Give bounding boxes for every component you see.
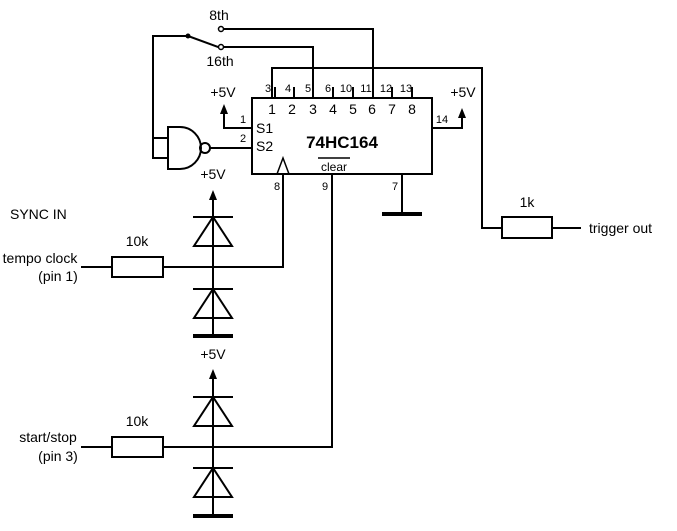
nand-gate-body xyxy=(167,126,202,170)
supply-s1: +5V xyxy=(210,84,253,129)
wire-switch-to-gate xyxy=(152,35,187,139)
ic-output-label: 2 xyxy=(288,101,296,117)
sync-in-title: SYNC IN xyxy=(10,206,67,222)
ic-pin-number: 12 xyxy=(380,83,392,95)
ic-pin-number: 10 xyxy=(340,83,352,95)
supply-label: +5V xyxy=(200,166,226,182)
ic-output-label: 6 xyxy=(368,101,376,117)
pin-number-vcc: 14 xyxy=(436,114,448,126)
resistor-start: 10k xyxy=(111,413,164,458)
switch-contact-16th xyxy=(217,43,225,51)
ic-output-label: 1 xyxy=(268,101,276,117)
pin-number-s2: 2 xyxy=(240,133,246,145)
clamp-diodes-tempo: +5V xyxy=(192,166,234,338)
supply-vcc: +5V xyxy=(431,84,476,129)
diode-lower-icon xyxy=(192,466,234,498)
ic-pin-number: 4 xyxy=(285,83,291,95)
wire-start-to-clear xyxy=(162,173,333,448)
resistor-value-label: 1k xyxy=(520,194,536,210)
ic-pin-number: 6 xyxy=(325,83,331,95)
ic-output-labels: 1 2 3 4 5 6 7 8 xyxy=(268,101,416,117)
ic-74hc164: 74HC164 S1 S2 clear xyxy=(251,97,433,175)
resistor-output: 1k xyxy=(501,194,553,239)
ic-body xyxy=(251,97,433,175)
supply-label: +5V xyxy=(210,84,236,100)
wire-16th-to-q3 xyxy=(223,46,314,99)
selector-switch: 8th 16th xyxy=(185,7,234,69)
pin-number-clear: 9 xyxy=(322,181,328,193)
supply-label: +5V xyxy=(450,84,476,100)
resistor-value-label: 10k xyxy=(126,233,150,249)
supply-label: +5V xyxy=(200,346,226,362)
wire-tempo-to-clock xyxy=(162,173,284,268)
resistor-body xyxy=(501,216,553,239)
ic-input-s2-label: S2 xyxy=(256,138,273,154)
diode-upper-icon xyxy=(192,215,234,247)
switch-lever xyxy=(186,34,220,49)
ic-pin-number: 3 xyxy=(265,83,271,95)
ic-top-pins: 3 4 5 6 10 11 12 13 xyxy=(265,83,413,99)
resistor-value-label: 10k xyxy=(126,413,150,429)
wire-8th-to-q6 xyxy=(223,28,374,99)
ic-clear-label: clear xyxy=(321,160,347,174)
switch-label-16th: 16th xyxy=(206,53,233,69)
resistor-tempo: 10k xyxy=(111,233,164,278)
ic-output-label: 4 xyxy=(329,101,337,117)
ic-part-label: 74HC164 xyxy=(306,133,378,152)
trigger-out-label: trigger out xyxy=(589,220,652,236)
diode-lower-icon xyxy=(192,287,234,319)
ic-pin-number: 11 xyxy=(360,83,371,95)
nand-gate xyxy=(167,126,253,170)
ic-pin-number: 13 xyxy=(400,83,412,95)
ic-input-s1-label: S1 xyxy=(256,120,273,136)
ic-output-label: 3 xyxy=(309,101,317,117)
ic-clock-input-symbol xyxy=(276,155,290,175)
ic-output-label: 5 xyxy=(349,101,357,117)
start-stop-pin-label: (pin 3) xyxy=(38,448,78,464)
diode-upper-icon xyxy=(192,395,234,427)
resistor-body xyxy=(111,436,164,458)
resistor-body xyxy=(111,256,164,278)
ic-pin-number: 5 xyxy=(305,83,311,95)
switch-contact-8th xyxy=(217,25,225,33)
start-stop-label: start/stop xyxy=(19,429,77,445)
clamp-diodes-start: +5V xyxy=(192,346,234,518)
tempo-clock-pin-label: (pin 1) xyxy=(38,268,78,284)
pin-number-gnd: 7 xyxy=(392,181,398,193)
pin-number-clock: 8 xyxy=(274,181,280,193)
ic-output-label: 7 xyxy=(388,101,396,117)
tempo-clock-label: tempo clock xyxy=(3,250,79,266)
switch-label-8th: 8th xyxy=(209,7,228,23)
wire-q1-to-output xyxy=(271,67,503,229)
pin-number-s1: 1 xyxy=(240,114,246,126)
ic-output-label: 8 xyxy=(408,101,416,117)
